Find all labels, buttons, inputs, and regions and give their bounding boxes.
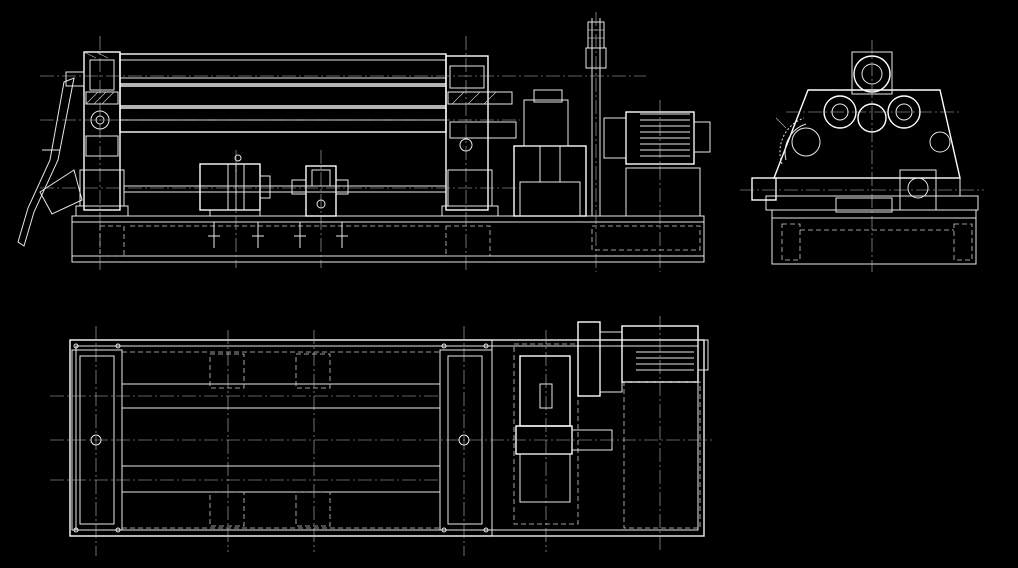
base-frame (71, 215, 705, 263)
right-roll-housing (441, 55, 517, 217)
plan-view (50, 316, 712, 556)
left-swing-arm (17, 71, 85, 247)
side-elevation-view (740, 40, 984, 272)
front-elevation-view (17, 12, 711, 272)
main-motor (603, 111, 711, 217)
anchor-bolts (208, 222, 348, 248)
main-gearbox (513, 89, 587, 217)
auxiliary-motor (199, 154, 271, 217)
